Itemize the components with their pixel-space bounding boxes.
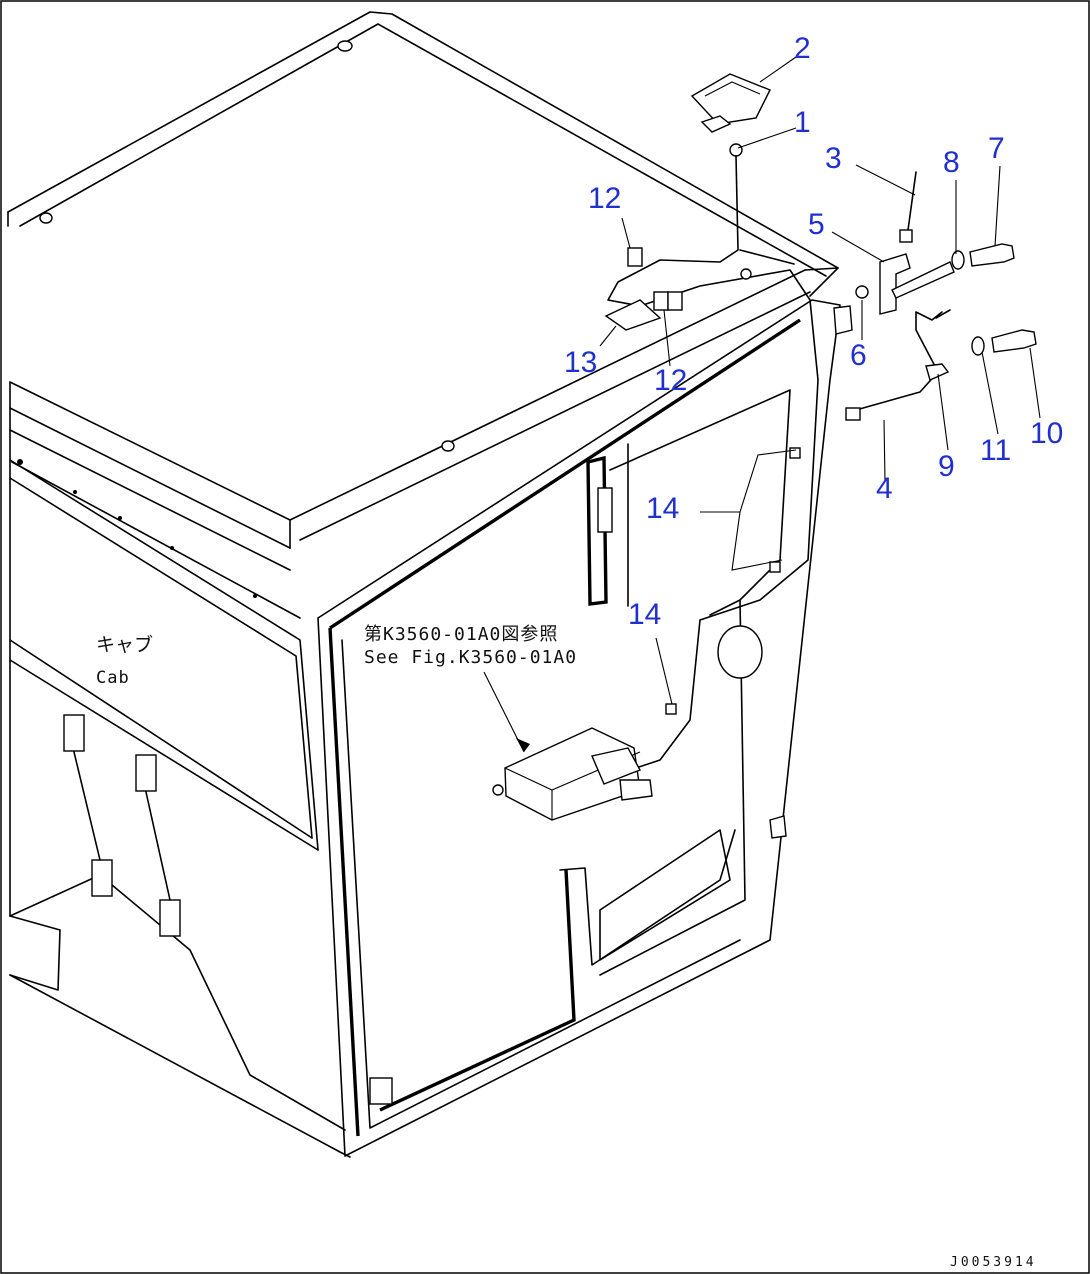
callout-4: 4	[876, 472, 893, 505]
cab-label-jp: キャブ	[96, 633, 153, 656]
cable-clamp	[653, 291, 669, 311]
callout-10: 10	[1030, 417, 1063, 450]
cab-front	[317, 299, 853, 1157]
hinge	[91, 859, 113, 897]
callout-13: 13	[564, 346, 597, 379]
callout-1: 1	[794, 106, 811, 139]
cable-clamp	[667, 291, 683, 311]
hinge	[159, 899, 181, 937]
callout-2: 2	[794, 32, 811, 65]
grommet	[717, 625, 763, 679]
roof-bolt	[39, 212, 53, 224]
cable-clip	[665, 703, 677, 715]
bolt	[991, 329, 1037, 353]
document-id: J0053914	[950, 1255, 1037, 1270]
callout-7: 7	[988, 132, 1005, 165]
callout-14-upper: 14	[646, 492, 679, 525]
callout-8: 8	[943, 146, 960, 179]
washer	[971, 336, 985, 356]
cab-label-en: Cab	[96, 668, 130, 688]
callout-11: 11	[980, 434, 1011, 467]
callout-3: 3	[825, 142, 842, 175]
nut	[855, 285, 869, 299]
washer	[951, 250, 965, 270]
antenna-harness	[604, 73, 819, 771]
mount-bracket	[879, 253, 911, 315]
callout-14-lower: 14	[628, 598, 661, 631]
roof-bolt	[337, 40, 353, 52]
adhesive-pad	[604, 299, 662, 331]
hinge	[135, 754, 157, 792]
callout-9: 9	[938, 450, 955, 483]
callout-12-bottom: 12	[654, 364, 687, 397]
edge-clip	[833, 305, 853, 335]
door-hinge	[597, 487, 613, 533]
radio-unit	[492, 727, 653, 821]
cab-side	[9, 407, 351, 1158]
cable-clip	[789, 447, 801, 459]
reference-label-en: See Fig.K3560-01A0	[364, 647, 577, 668]
antenna-base	[700, 115, 732, 133]
callout-6: 6	[850, 339, 867, 372]
bolt	[969, 243, 1015, 267]
antenna-mount-assembly	[845, 171, 1037, 421]
cable-clip	[769, 561, 781, 573]
cab-roof	[7, 11, 839, 549]
roof-bolt	[441, 440, 455, 452]
edge-clip	[769, 815, 787, 839]
reference-label-jp: 第K3560-01A0図参照	[364, 624, 558, 645]
leader-lines	[483, 56, 1041, 753]
cable-clamp	[627, 247, 643, 267]
callout-12-top: 12	[588, 182, 621, 215]
antenna-connector	[729, 143, 743, 157]
corner-bracket	[369, 1077, 393, 1105]
antenna-cover	[690, 73, 771, 125]
hinge	[63, 714, 85, 752]
callout-5: 5	[808, 208, 825, 241]
